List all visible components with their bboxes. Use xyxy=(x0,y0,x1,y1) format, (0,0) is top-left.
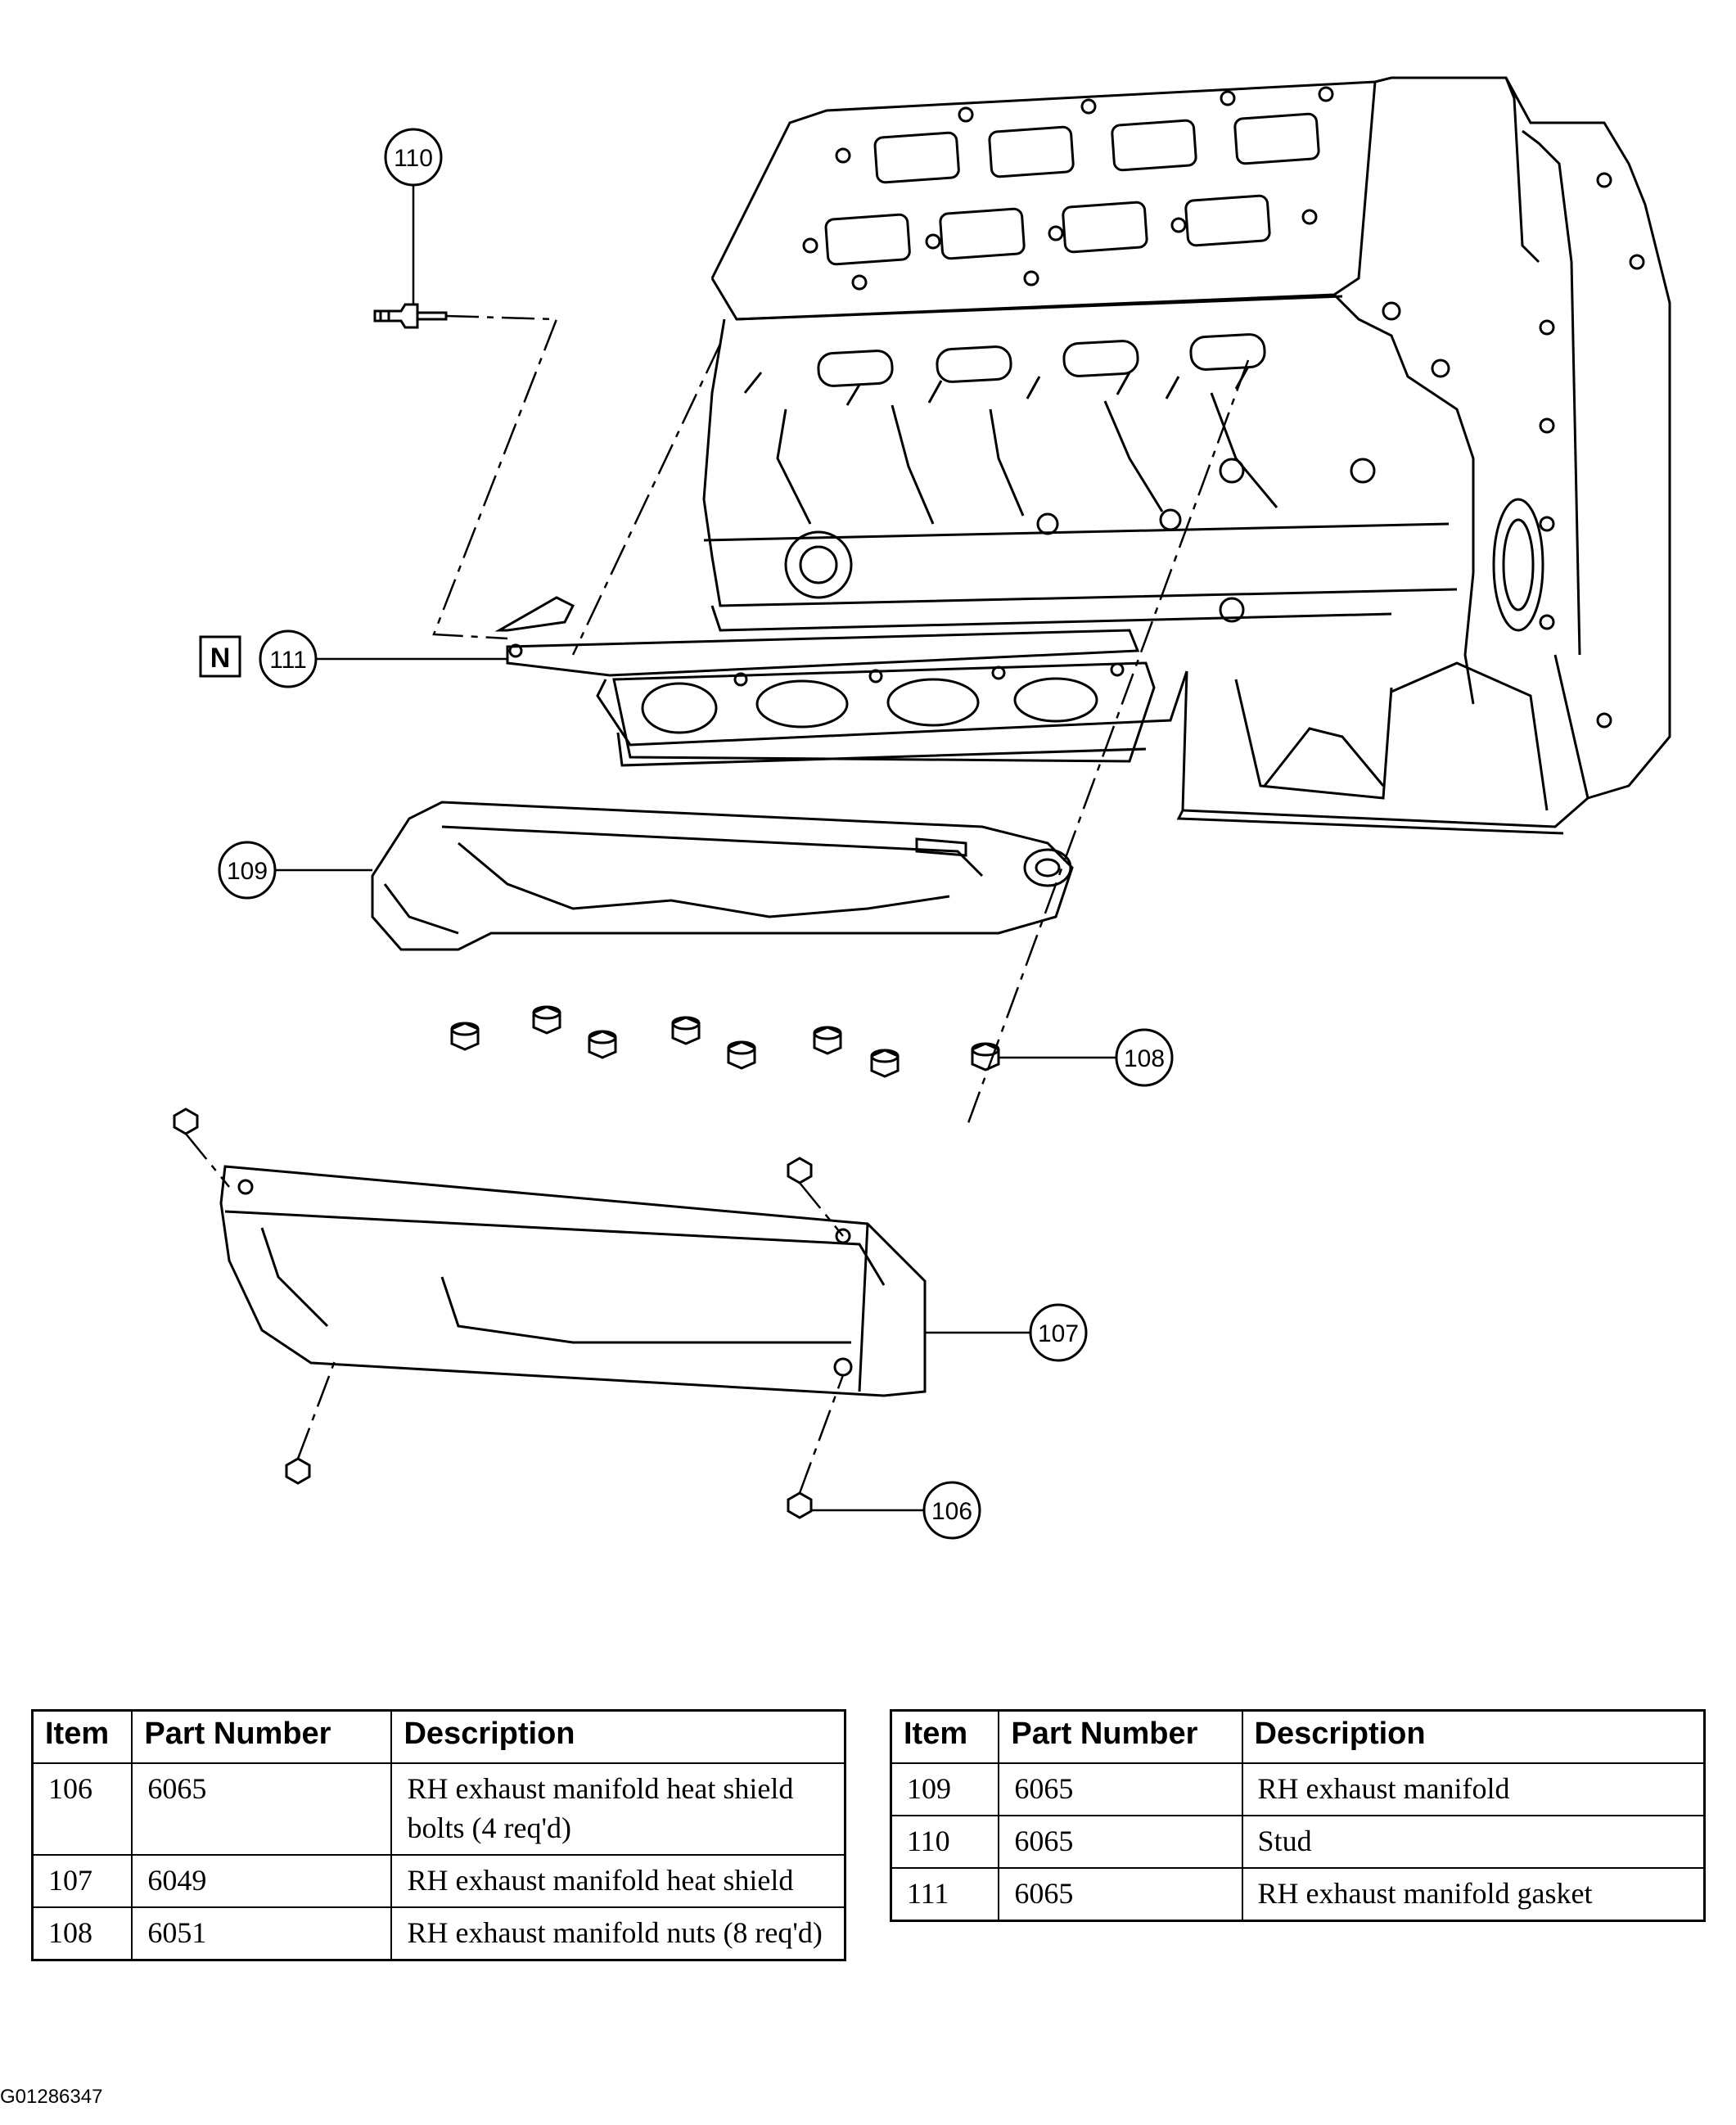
table-row: 106 6065 RH exhaust manifold heat shield… xyxy=(31,1762,846,1856)
cell-part-number: 6065 xyxy=(131,1762,393,1856)
header-item: Item xyxy=(890,1709,1000,1764)
figure-id: G01286347 xyxy=(0,2086,103,2108)
header-description: Description xyxy=(1241,1709,1706,1764)
table-row: 108 6051 RH exhaust manifold nuts (8 req… xyxy=(31,1906,846,1961)
table-header-row: Item Part Number Description xyxy=(890,1709,1706,1764)
cell-part-number: 6065 xyxy=(998,1867,1243,1922)
parts-table-right: Item Part Number Description 109 6065 RH… xyxy=(890,1709,1706,1922)
n-symbol-box xyxy=(199,635,241,678)
callout-107: 107 xyxy=(1038,1320,1079,1347)
table-row: 111 6065 RH exhaust manifold gasket xyxy=(890,1867,1706,1922)
callout-106: 106 xyxy=(931,1498,972,1525)
cell-description: RH exhaust manifold gasket xyxy=(1241,1867,1706,1922)
header-item: Item xyxy=(31,1709,133,1764)
cell-part-number: 6065 xyxy=(998,1762,1243,1816)
assembly-lines xyxy=(185,314,1250,1494)
cell-description: RH exhaust manifold heat shield bolts (4… xyxy=(390,1762,846,1856)
table-row: 107 6049 RH exhaust manifold heat shield xyxy=(31,1854,846,1908)
exhaust-manifold xyxy=(371,801,1074,951)
callout-108: 108 xyxy=(1124,1045,1165,1072)
leader-lines xyxy=(274,184,1117,1512)
stud xyxy=(373,303,448,329)
header-part-number: Part Number xyxy=(131,1709,393,1764)
engine-block xyxy=(596,76,1671,835)
exploded-view-diagram: 110 111 109 108 107 106 N xyxy=(173,76,1671,1540)
cell-item: 111 xyxy=(890,1867,1000,1922)
callout-109: 109 xyxy=(227,858,268,885)
cell-item: 110 xyxy=(890,1815,1000,1869)
header-description: Description xyxy=(390,1709,846,1764)
callout-109-circle xyxy=(218,841,277,900)
table-row: 109 6065 RH exhaust manifold xyxy=(890,1762,1706,1816)
callout-111: 111 xyxy=(269,647,307,674)
cell-part-number: 6065 xyxy=(998,1815,1243,1869)
cell-description: Stud xyxy=(1241,1815,1706,1869)
cell-description: RH exhaust manifold heat shield xyxy=(390,1854,846,1908)
cell-item: 109 xyxy=(890,1762,1000,1816)
callout-110: 110 xyxy=(394,145,433,172)
header-part-number: Part Number xyxy=(998,1709,1243,1764)
cell-part-number: 6051 xyxy=(131,1906,393,1961)
cell-item: 107 xyxy=(31,1854,133,1908)
cell-item: 106 xyxy=(31,1762,133,1856)
heat-shield xyxy=(219,1165,927,1397)
manifold-gasket xyxy=(494,596,1156,763)
manifold-nuts xyxy=(450,1005,1000,1078)
callout-110-circle xyxy=(384,128,443,187)
callout-108-circle xyxy=(1115,1028,1174,1087)
callout-107-circle xyxy=(1029,1303,1088,1362)
cell-item: 108 xyxy=(31,1906,133,1961)
table-header-row: Item Part Number Description xyxy=(31,1709,846,1764)
table-row: 110 6065 Stud xyxy=(890,1815,1706,1869)
callout-106-circle xyxy=(922,1481,981,1540)
cell-description: RH exhaust manifold xyxy=(1241,1762,1706,1816)
n-symbol: N xyxy=(210,643,231,674)
cell-description: RH exhaust manifold nuts (8 req'd) xyxy=(390,1906,846,1961)
parts-table-left: Item Part Number Description 106 6065 RH… xyxy=(31,1709,846,1961)
callout-111-circle xyxy=(259,629,318,688)
cell-part-number: 6049 xyxy=(131,1854,393,1908)
